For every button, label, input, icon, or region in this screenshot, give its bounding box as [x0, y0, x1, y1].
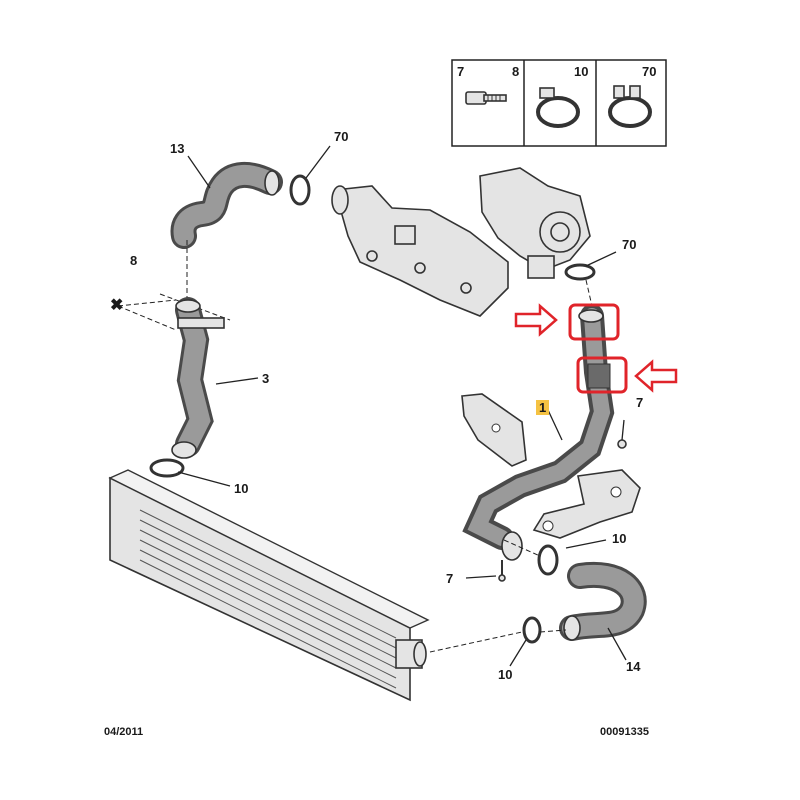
legend-label-70: 70	[642, 64, 657, 79]
part-label-13: 13	[170, 141, 185, 156]
part-label-10-bottom: 10	[498, 667, 513, 682]
support-bracket	[532, 469, 641, 539]
red-arrow-right-icon	[514, 303, 558, 337]
part-label-3: 3	[262, 371, 270, 386]
legend-box	[451, 59, 667, 147]
duct-3	[171, 297, 225, 459]
legend-label-7: 7	[457, 64, 465, 79]
clamp-70-turbo	[564, 263, 596, 281]
highlight-box-lower	[576, 356, 628, 394]
hose-14	[559, 561, 647, 641]
part-label-1: 1	[536, 400, 550, 415]
intercooler	[108, 469, 430, 702]
pipe-1	[462, 304, 615, 561]
bolt-7-bottom	[498, 560, 506, 582]
legend-label-10: 10	[574, 64, 589, 79]
highlight-box-upper	[568, 303, 620, 341]
part-label-8: 8	[130, 253, 138, 268]
spring-clamp-icon	[608, 85, 652, 128]
highlight-overlay	[514, 303, 678, 394]
clamp-10-left	[149, 458, 185, 478]
part-label-10-left: 10	[234, 481, 249, 496]
part-label-70-turbo: 70	[622, 237, 637, 252]
bracket	[461, 393, 527, 467]
turbocharger	[479, 167, 591, 279]
part-label-10-right: 10	[612, 531, 627, 546]
part-label-7-right: 7	[636, 395, 644, 410]
red-arrow-left-icon	[634, 359, 678, 393]
leader-lines	[177, 145, 627, 667]
intake-manifold	[331, 185, 509, 317]
bolt-icon	[465, 91, 507, 105]
clamp-10-right	[537, 544, 559, 576]
bolt-7-right	[617, 439, 627, 449]
clamp-10-bottom	[522, 616, 542, 644]
legend-label-8: 8	[512, 64, 520, 79]
part-label-70-top: 70	[334, 129, 349, 144]
part-label-7-bottom: 7	[446, 571, 454, 586]
footer-date: 04/2011	[104, 726, 144, 738]
part-label-14: 14	[626, 659, 641, 674]
clamp-70-top	[289, 174, 311, 206]
hose-clamp-icon	[536, 87, 580, 128]
cross-mark-icon: ✖	[110, 297, 124, 314]
hose-13	[170, 162, 283, 249]
footer-code: 00091335	[600, 726, 649, 738]
